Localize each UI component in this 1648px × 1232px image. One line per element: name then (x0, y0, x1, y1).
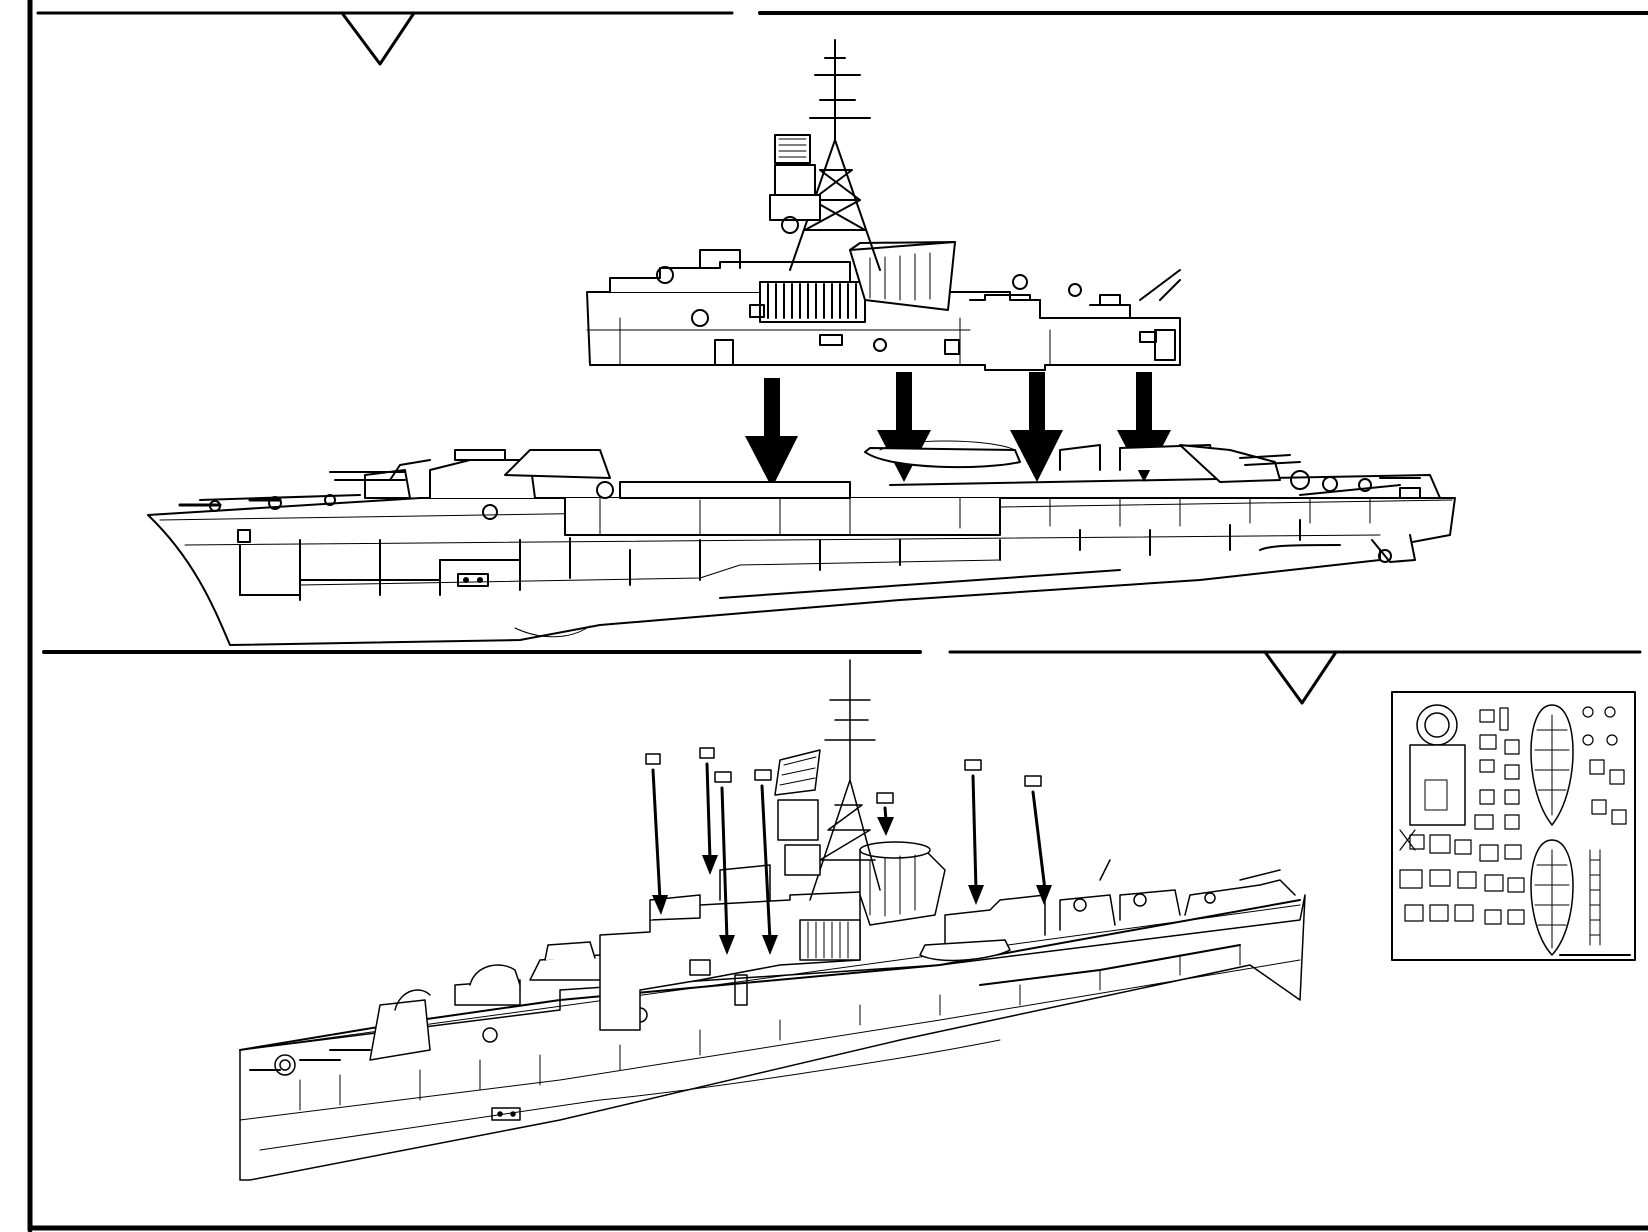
hull-assembly (147, 440, 1456, 646)
placement-arrows-bottom (645, 747, 1052, 955)
arrow-down-icon (645, 753, 668, 915)
arrow-down-icon (964, 759, 984, 905)
arrow-down-icon (876, 792, 894, 836)
triangle-down-icon (340, 11, 416, 66)
arrow-down-icon (714, 771, 735, 955)
page-frame (27, 0, 1648, 1232)
triangle-down-icon (1263, 650, 1338, 705)
arrow-down-icon (699, 747, 718, 875)
arrow-down-icon (1024, 775, 1052, 905)
photo-etch-fret (1391, 691, 1636, 961)
superstructure-assembly (586, 39, 1181, 371)
arrow-down-icon (754, 769, 778, 955)
finished-ship-perspective (239, 659, 1306, 1181)
placement-arrows-top (745, 372, 1171, 488)
arrow-down-icon (1010, 372, 1063, 482)
arrow-down-icon (745, 378, 798, 488)
